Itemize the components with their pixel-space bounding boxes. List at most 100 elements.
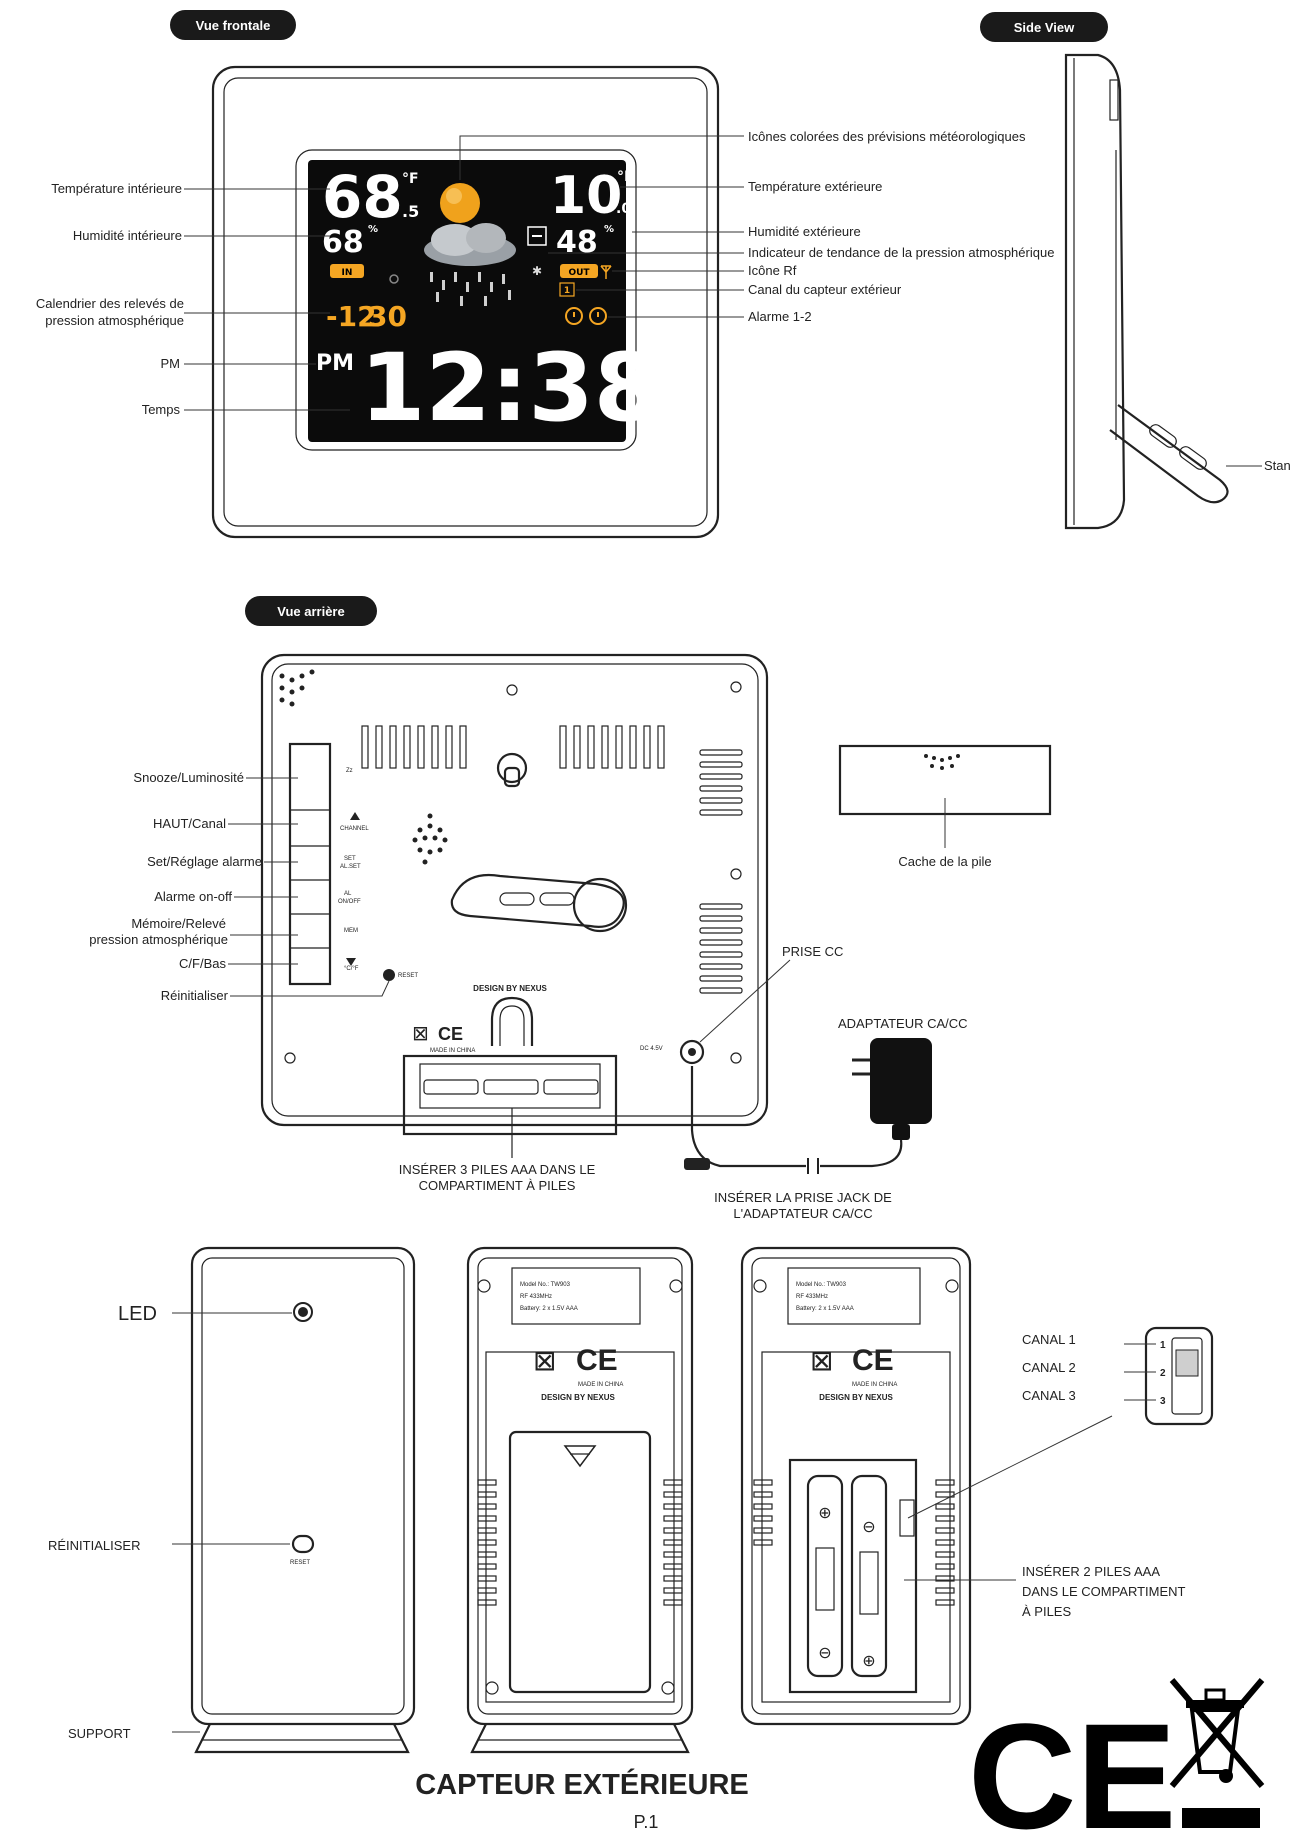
weee-small-icon: ⊠ xyxy=(412,1021,429,1045)
time-display: 12:38 xyxy=(360,334,659,443)
label-alarm-onoff: Alarme on-off xyxy=(154,889,232,904)
svg-text:RF 433MHz: RF 433MHz xyxy=(520,1294,552,1300)
rear-callouts: Snooze/Luminosité HAUT/Canal Set/Réglage… xyxy=(89,770,390,1003)
svg-text:1: 1 xyxy=(1160,1340,1166,1351)
channel-switch-small xyxy=(899,1499,915,1537)
label-canal-2: CANAL 2 xyxy=(1022,1360,1076,1375)
channel-switch-zoom: 1 2 3 CANAL 1 CANAL 2 CANAL 3 xyxy=(1022,1326,1214,1426)
aaa-battery-2 xyxy=(850,1474,888,1678)
label-snooze: Snooze/Luminosité xyxy=(133,770,244,785)
sensor-front: RESET xyxy=(190,1246,416,1754)
rear-view-title: Vue arrière xyxy=(277,604,344,619)
svg-text:MADE IN CHINA: MADE IN CHINA xyxy=(578,1382,623,1388)
rear-buttons xyxy=(288,742,332,986)
side-view-title: Side View xyxy=(1014,20,1075,35)
svg-text:AL.SET: AL.SET xyxy=(340,864,361,870)
ac-adapter: ADAPTATEUR CA/CC xyxy=(684,1016,968,1174)
side-view-pill: Side View xyxy=(980,12,1108,42)
out-badge xyxy=(560,264,598,278)
outdoor-humidity-value: 48 xyxy=(556,225,598,260)
ce-mark: CE xyxy=(968,1692,1176,1837)
pressure-trend-icon xyxy=(527,226,547,246)
rear-screws xyxy=(284,681,742,1064)
svg-text:DESIGN BY NEXUS: DESIGN BY NEXUS xyxy=(541,1393,615,1402)
label-memory: Mémoire/Relevé xyxy=(131,916,226,931)
sensor-title: CAPTEUR EXTÉRIEURE xyxy=(415,1767,749,1801)
label-rf-icon: Icône Rf xyxy=(748,263,797,278)
svg-text:Model No.: TW903: Model No.: TW903 xyxy=(796,1282,847,1288)
svg-text:IN: IN xyxy=(342,268,353,278)
svg-text:⊖: ⊖ xyxy=(862,1517,875,1536)
svg-text:À PILES: À PILES xyxy=(1022,1604,1071,1619)
svg-text:3: 3 xyxy=(1160,1396,1166,1407)
sun-icon xyxy=(440,183,480,223)
side-device: Stand xyxy=(1064,53,1290,530)
outdoor-humidity-unit: % xyxy=(604,224,614,235)
svg-text:2: 2 xyxy=(1160,1368,1166,1379)
indoor-temp-decimal: .5 xyxy=(402,202,419,221)
svg-text:⊕: ⊕ xyxy=(818,1503,831,1522)
weee-bin-icon xyxy=(1169,1678,1265,1828)
front-view-pill: Vue frontale xyxy=(170,10,296,40)
label-led: LED xyxy=(118,1303,157,1325)
svg-text:pression atmosphérique: pression atmosphérique xyxy=(89,932,228,947)
in-badge xyxy=(330,264,364,278)
wall-mount-hole xyxy=(496,752,528,788)
svg-text:1: 1 xyxy=(564,286,570,296)
indoor-temp-unit: °F xyxy=(402,171,419,187)
svg-text:CE: CE xyxy=(576,1344,618,1377)
stand-leg xyxy=(1109,404,1229,504)
rain-icon xyxy=(430,272,511,306)
dc-jack: DC 4.5V xyxy=(640,1039,705,1065)
svg-text:RF 433MHz: RF 433MHz xyxy=(796,1294,828,1300)
label-canal-1: CANAL 1 xyxy=(1022,1332,1076,1347)
sensor-reset-button xyxy=(291,1534,315,1554)
sensor-back-closed: Model No.: TW903 RF 433MHz Battery: 2 x … xyxy=(466,1246,694,1754)
label-reset: Réinitialiser xyxy=(161,988,229,1003)
rear-stand xyxy=(450,873,628,933)
label-set-alarm: Set/Réglage alarme xyxy=(147,854,262,869)
label-insert-2-batteries: INSÉRER 2 PILES AAA xyxy=(1022,1564,1160,1579)
svg-text:Zz: Zz xyxy=(346,768,353,774)
svg-text:ON/OFF: ON/OFF xyxy=(338,899,361,905)
label-outdoor-humidity: Humidité extérieure xyxy=(748,224,861,239)
label-battery-cover: Cache de la pile xyxy=(898,854,991,869)
rear-view-pill: Vue arrière xyxy=(245,596,377,626)
label-support: SUPPORT xyxy=(68,1726,131,1741)
label-indoor-temperature: Température intérieure xyxy=(51,181,182,196)
label-time: Temps xyxy=(142,402,181,417)
svg-text:CHANNEL: CHANNEL xyxy=(340,826,369,832)
channel-indicator xyxy=(559,282,575,297)
svg-text:SET: SET xyxy=(344,856,356,862)
label-insert-jack: INSÉRER LA PRISE JACK DE xyxy=(714,1190,892,1205)
outdoor-temp-unit: °F xyxy=(617,169,634,185)
svg-text:MADE IN CHINA: MADE IN CHINA xyxy=(430,1048,475,1054)
battery-cover: Cache de la pile xyxy=(838,744,1052,869)
page-number: P.1 xyxy=(634,1812,659,1832)
svg-text:CE: CE xyxy=(852,1344,894,1377)
svg-text:DANS LE COMPARTIMENT: DANS LE COMPARTIMENT xyxy=(1022,1584,1186,1599)
front-view-title: Vue frontale xyxy=(196,18,271,33)
svg-text:AL: AL xyxy=(344,891,352,897)
sensor-dot-icon xyxy=(389,274,399,284)
battery-compartment xyxy=(402,1054,618,1158)
pressure-history-value: -12 xyxy=(326,300,377,333)
sensor-back-open: Model No.: TW903 RF 433MHz Battery: 2 x … xyxy=(740,1246,1113,1726)
label-canal-3: CANAL 3 xyxy=(1022,1388,1076,1403)
outdoor-temp-decimal: .0 xyxy=(616,201,631,217)
svg-text:MEM: MEM xyxy=(344,928,358,934)
pm-indicator: PM xyxy=(316,351,354,376)
button-icons: Zz CHANNEL SET AL.SET AL ON/OFF MEM °C/°… xyxy=(338,768,369,972)
label-forecast-icons: Icônes colorées des prévisions météorolo… xyxy=(748,129,1026,144)
magnet-icon xyxy=(490,996,534,1046)
vents-right xyxy=(559,725,665,769)
indoor-humidity-unit: % xyxy=(368,224,378,235)
label-adapter: ADAPTATEUR CA/CC xyxy=(838,1016,968,1031)
alarm-icon xyxy=(565,307,607,325)
vents-left xyxy=(361,725,467,769)
snow-icon: ✱ xyxy=(532,264,542,278)
pressure-history-value-2: 30 xyxy=(368,300,407,333)
cloud-icon xyxy=(424,223,516,266)
svg-text:DC 4.5V: DC 4.5V xyxy=(640,1046,663,1052)
